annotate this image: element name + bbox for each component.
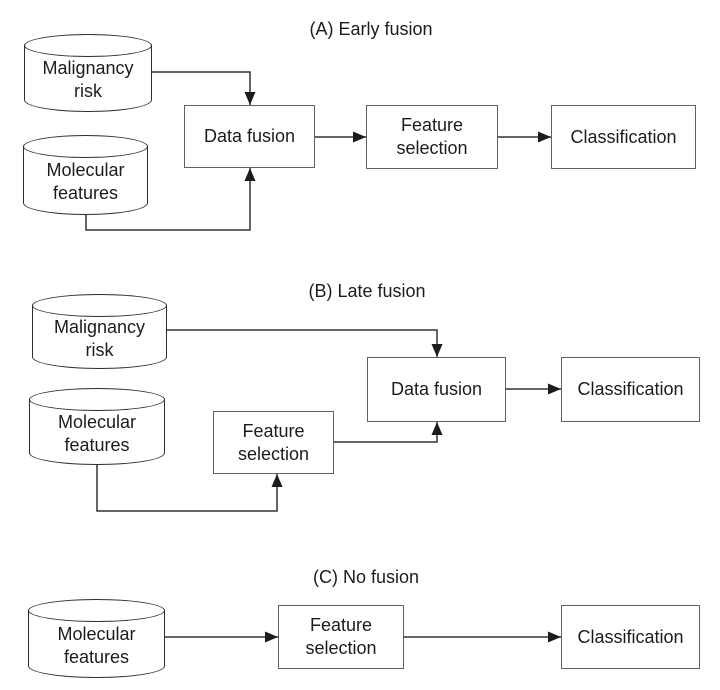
edge-b-molecular-to-featureselection: [96, 458, 283, 512]
process-b-classification: Classification: [561, 357, 700, 422]
process-c-classification: Classification: [561, 605, 700, 669]
process-b-data-fusion: Data fusion: [367, 357, 506, 422]
process-c-feature-selection: Feature selection: [278, 605, 404, 669]
edge-b-malignancy-to-datafusion: [167, 329, 443, 357]
edge-a-malignancy-to-datafusion: [150, 71, 256, 105]
datastore-a-molecular-features: Molecular features: [23, 135, 148, 215]
edge-a-molecular-to-datafusion: [85, 168, 256, 231]
datastore-label: Malignancy risk: [42, 58, 134, 101]
cylinder-top-ellipse: [28, 599, 165, 622]
datastore-label: Molecular features: [57, 411, 137, 455]
panel-c-title: (C) No fusion: [312, 567, 420, 587]
process-a-feature-selection: Feature selection: [366, 105, 498, 169]
datastore-label: Molecular features: [57, 623, 136, 667]
process-b-feature-selection: Feature selection: [213, 411, 334, 474]
cylinder-top-ellipse: [32, 294, 167, 317]
datastore-a-malignancy-risk: Malignancy risk: [24, 34, 152, 112]
cylinder-top-ellipse: [24, 34, 152, 57]
panel-a-title: (A) Early fusion: [309, 19, 433, 39]
datastore-label: Malignancy risk: [53, 316, 146, 360]
datastore-b-molecular-features: Molecular features: [29, 388, 165, 465]
edge-b-featureselection-to-datafusion: [334, 422, 443, 443]
panel-b-title: (B) Late fusion: [308, 281, 426, 301]
process-a-classification: Classification: [551, 105, 696, 169]
datastore-label: Molecular features: [46, 160, 125, 203]
cylinder-top-ellipse: [23, 135, 148, 158]
datastore-b-malignancy-risk: Malignancy risk: [32, 294, 167, 369]
datastore-c-molecular-features: Molecular features: [28, 599, 165, 678]
cylinder-top-ellipse: [29, 388, 165, 411]
process-a-data-fusion: Data fusion: [184, 105, 315, 168]
